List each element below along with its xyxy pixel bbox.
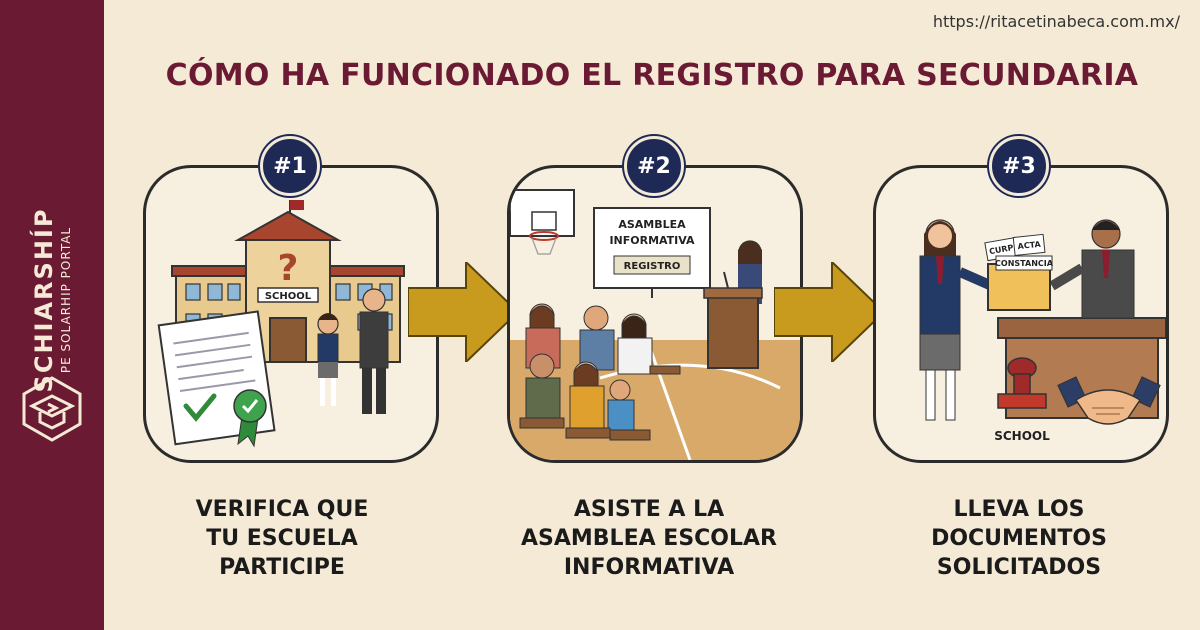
handshake-icon [1057, 376, 1161, 425]
caption-line: INFORMATIVA [563, 555, 735, 580]
caption-line: PARTICIPE [219, 555, 345, 580]
step-2-badge: #2 [624, 136, 684, 196]
page-title: CÓMO HA FUNCIONADO EL REGISTRO PARA SECU… [165, 58, 1139, 93]
banner-tag: REGISTRO [624, 261, 681, 272]
doc-label-acta: ACTA [1017, 240, 1042, 251]
stamp-icon [997, 357, 1047, 409]
caption-line: LLEVA LOS [953, 497, 1085, 522]
step-3-caption: LLEVA LOS DOCUMENTOS SOLICITADOS [869, 495, 1169, 582]
step-1-caption: VERIFICA QUE TU ESCUELA PARTICIPE [132, 495, 432, 582]
school-illustration: SCHOOL ? [157, 200, 405, 448]
caption-line: ASISTE A LA [573, 497, 725, 522]
arrow-right-icon [774, 262, 886, 362]
step-2-panel: ASAMBLEA INFORMATIVA REGISTRO [507, 165, 803, 463]
step-3-badge: #3 [989, 136, 1049, 196]
step-1-badge: #1 [260, 136, 320, 196]
doc-label-curp: CURP [988, 243, 1014, 256]
documents-illustration: CURP ACTA CONSTANCIA SCHOOL [919, 219, 1166, 443]
question-mark-icon: ? [278, 248, 299, 289]
graduation-cap-icon [22, 376, 82, 442]
assembly-illustration: ASAMBLEA INFORMATIVA REGISTRO [510, 189, 800, 460]
caption-line: SOLICITADOS [936, 555, 1102, 580]
caption-line: TU ESCUELA [206, 526, 358, 551]
award-seal-icon [233, 389, 267, 448]
caption-line: ASAMBLEA ESCOLAR [521, 526, 777, 551]
caption-line: VERIFICA QUE [195, 497, 369, 522]
step-2-caption: ASISTE A LA ASAMBLEA ESCOLAR INFORMATIVA [499, 495, 799, 582]
brand-sidebar: SCHIARSHÍP PE SOLARHIP PORTAL [0, 0, 104, 630]
arrow-right-icon [408, 262, 520, 362]
school-sign: SCHOOL [265, 291, 312, 302]
site-url: https://ritacetinabeca.com.mx/ [932, 12, 1180, 31]
checkmark-icon [183, 393, 217, 422]
banner-line-2: INFORMATIVA [609, 234, 695, 247]
caption-line: DOCUMENTOS [931, 526, 1107, 551]
step-3-panel: CURP ACTA CONSTANCIA SCHOOL [873, 165, 1169, 463]
step-1-panel: SCHOOL ? [143, 165, 439, 463]
doc-label-constancia: CONSTANCIA [995, 259, 1054, 268]
banner-line-1: ASAMBLEA [618, 218, 686, 231]
school-label: SCHOOL [994, 429, 1050, 443]
